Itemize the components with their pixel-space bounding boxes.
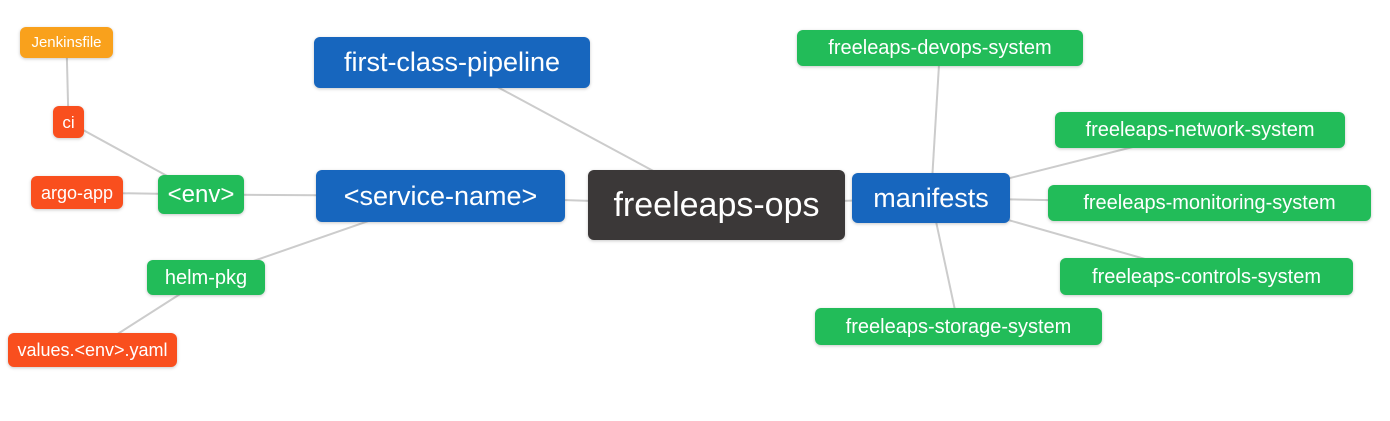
node-freeleaps-ops[interactable]: freeleaps-ops bbox=[588, 170, 845, 240]
node-devops-system[interactable]: freeleaps-devops-system bbox=[797, 30, 1083, 66]
node-argo-app[interactable]: argo-app bbox=[31, 176, 123, 209]
node-network-system[interactable]: freeleaps-network-system bbox=[1055, 112, 1345, 148]
node-helm-pkg[interactable]: helm-pkg bbox=[147, 260, 265, 295]
node-values-env-yaml[interactable]: values.<env>.yaml bbox=[8, 333, 177, 367]
node-storage-system[interactable]: freeleaps-storage-system bbox=[815, 308, 1102, 345]
node-manifests[interactable]: manifests bbox=[852, 173, 1010, 223]
node-ci[interactable]: ci bbox=[53, 106, 84, 138]
node-service-name[interactable]: <service-name> bbox=[316, 170, 565, 222]
node-jenkinsfile[interactable]: Jenkinsfile bbox=[20, 27, 113, 58]
node-monitoring-system[interactable]: freeleaps-monitoring-system bbox=[1048, 185, 1371, 221]
node-controls-system[interactable]: freeleaps-controls-system bbox=[1060, 258, 1353, 295]
node-first-class-pipeline[interactable]: first-class-pipeline bbox=[314, 37, 590, 88]
node-env[interactable]: <env> bbox=[158, 175, 244, 214]
